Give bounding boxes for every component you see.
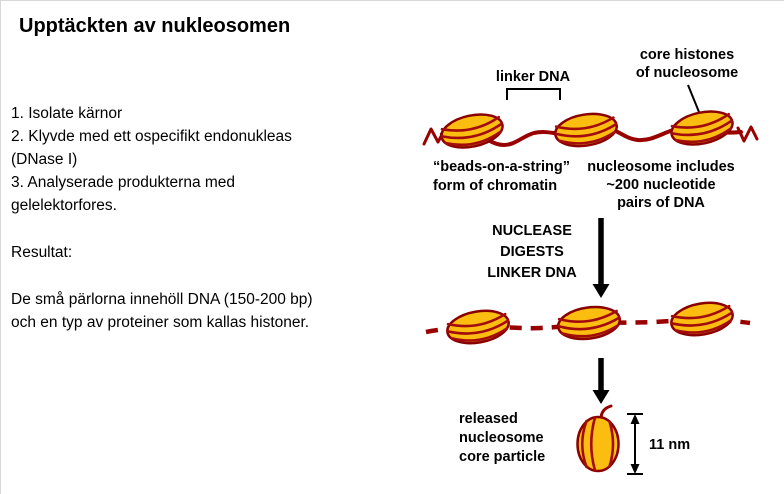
result-heading: Resultat: (11, 241, 421, 264)
core-histones-label: core histones (640, 47, 734, 63)
result-text: De små pärlorna innehöll DNA (150-200 bp… (11, 288, 421, 334)
result-heading-line: Resultat: (11, 244, 73, 261)
page-title: Upptäckten av nukleosomen (19, 15, 291, 37)
down-arrow (592, 218, 610, 298)
numbered-steps: 1. Isolate kärnor 2. Klyvde med ett ospe… (11, 102, 421, 217)
released-core-particle-label: core particle (459, 449, 545, 465)
step-line: gelelektorfores. (11, 197, 117, 214)
nucleosome-includes-label: ~200 nucleotide (606, 177, 715, 193)
nucleosome-bead (551, 108, 621, 152)
beads-on-a-string-label: form of chromatin (433, 178, 557, 194)
step-line: 2. Klyvde med ett ospecifikt endonukleas (11, 128, 292, 145)
nucleosome-bead (554, 302, 624, 344)
result-line: De små pärlorna innehöll DNA (150-200 bp… (11, 291, 313, 308)
nuclease-label: DIGESTS (500, 244, 564, 260)
nucleosome-includes-label: nucleosome includes (587, 159, 734, 175)
body-text: 1. Isolate kärnor 2. Klyvde med ett ospe… (11, 102, 421, 358)
released-core-particle-label: nucleosome (459, 430, 544, 446)
dna-broken-end (736, 125, 759, 143)
nucleosome-bead (667, 105, 737, 151)
linker-dna-label: linker DNA (496, 69, 571, 85)
nucleosome-diagram: linker DNA core histones of nucleosome “… (422, 47, 759, 475)
core-histones-label: of nucleosome (636, 65, 738, 81)
nuclease-label: NUCLEASE (492, 223, 572, 239)
step-line: 1. Isolate kärnor (11, 105, 123, 122)
nucleosome-bead (667, 297, 737, 341)
beads-on-a-string-label: “beads-on-a-string” (433, 159, 570, 175)
result-line: och en typ av proteiner som kallas histo… (11, 314, 310, 331)
nucleosome-includes-label: pairs of DNA (617, 195, 705, 211)
size-label: 11 nm (649, 437, 690, 453)
core-histones-pointer-line (687, 84, 700, 113)
step-line: 3. Analyserade produkterna med (11, 174, 236, 191)
step-line: (DNase I) (11, 151, 78, 168)
down-arrow (592, 358, 610, 404)
size-measure-arrow (627, 413, 643, 475)
nucleosome-bead (437, 108, 507, 154)
released-core-particle-label: released (459, 411, 518, 427)
nucleosome-bead (443, 305, 513, 349)
nuclease-label: LINKER DNA (487, 265, 577, 281)
linker-dna-bracket (506, 88, 561, 100)
core-particle (576, 404, 620, 473)
